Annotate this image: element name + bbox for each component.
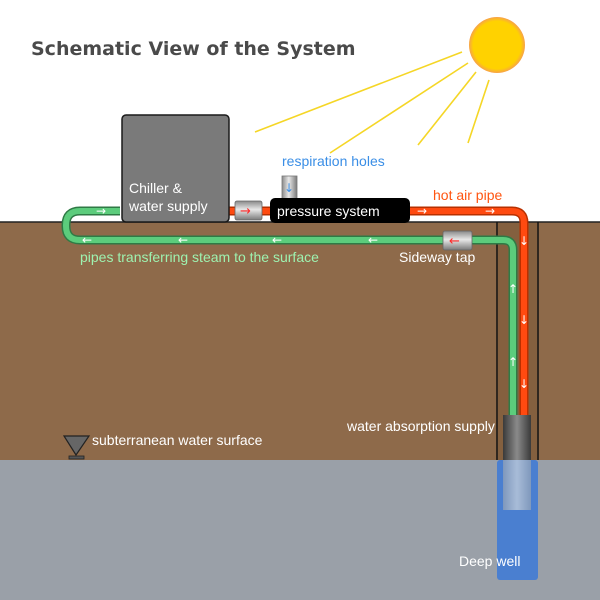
pressure-system-unit: pressure system [270,198,410,223]
flow-arrow-down-icon: ↓ [519,377,529,391]
sun-icon [469,17,525,73]
chiller-label-line2: water supply [128,198,208,214]
flow-arrow-up-icon: ↑ [508,355,518,369]
hot-air-pipe-label: hot air pipe [433,187,502,203]
chiller-water-supply-unit: Chiller & water supply [121,114,230,223]
diagram-title: Schematic View of the System [31,38,356,60]
flow-arrow-up-icon: ↑ [508,282,518,296]
steam-pipes-label: pipes transferring steam to the surface [80,249,319,265]
flow-arrow-left-icon: ← [178,233,188,247]
valve-icon: → [234,200,263,221]
flow-arrow-right-icon: → [485,204,495,218]
water-absorption-pump [503,415,531,510]
flow-arrow-left-icon: ← [368,233,378,247]
subterranean-water-surface-label: subterranean water surface [92,432,263,448]
flow-arrow-down-icon: ↓ [519,234,529,248]
sideway-tap-label: Sideway tap [399,249,475,265]
deep-well-label: Deep well [459,553,520,569]
sideway-tap-valve-icon: ← [442,230,473,251]
pressure-system-label: pressure system [277,203,380,219]
flow-arrow-down-icon: ↓ [519,313,529,327]
flow-arrow-right-icon: → [417,204,427,218]
chiller-label-line1: Chiller & [129,180,183,196]
respiration-holes-label: respiration holes [282,153,385,169]
respiration-vent-icon: ↓ [281,175,298,201]
valve-arrow-right-icon: → [240,204,251,219]
vent-arrow-down-icon: ↓ [284,181,294,195]
sun-rays [254,51,490,154]
tap-arrow-left-icon: ← [449,234,460,249]
flow-arrow-left-icon: ← [82,233,92,247]
water-absorption-supply-label: water absorption supply [346,418,495,434]
water-level-triangle-icon [62,435,91,460]
flow-arrow-left-icon: ← [272,233,282,247]
flow-arrow-right-icon: → [96,204,106,218]
